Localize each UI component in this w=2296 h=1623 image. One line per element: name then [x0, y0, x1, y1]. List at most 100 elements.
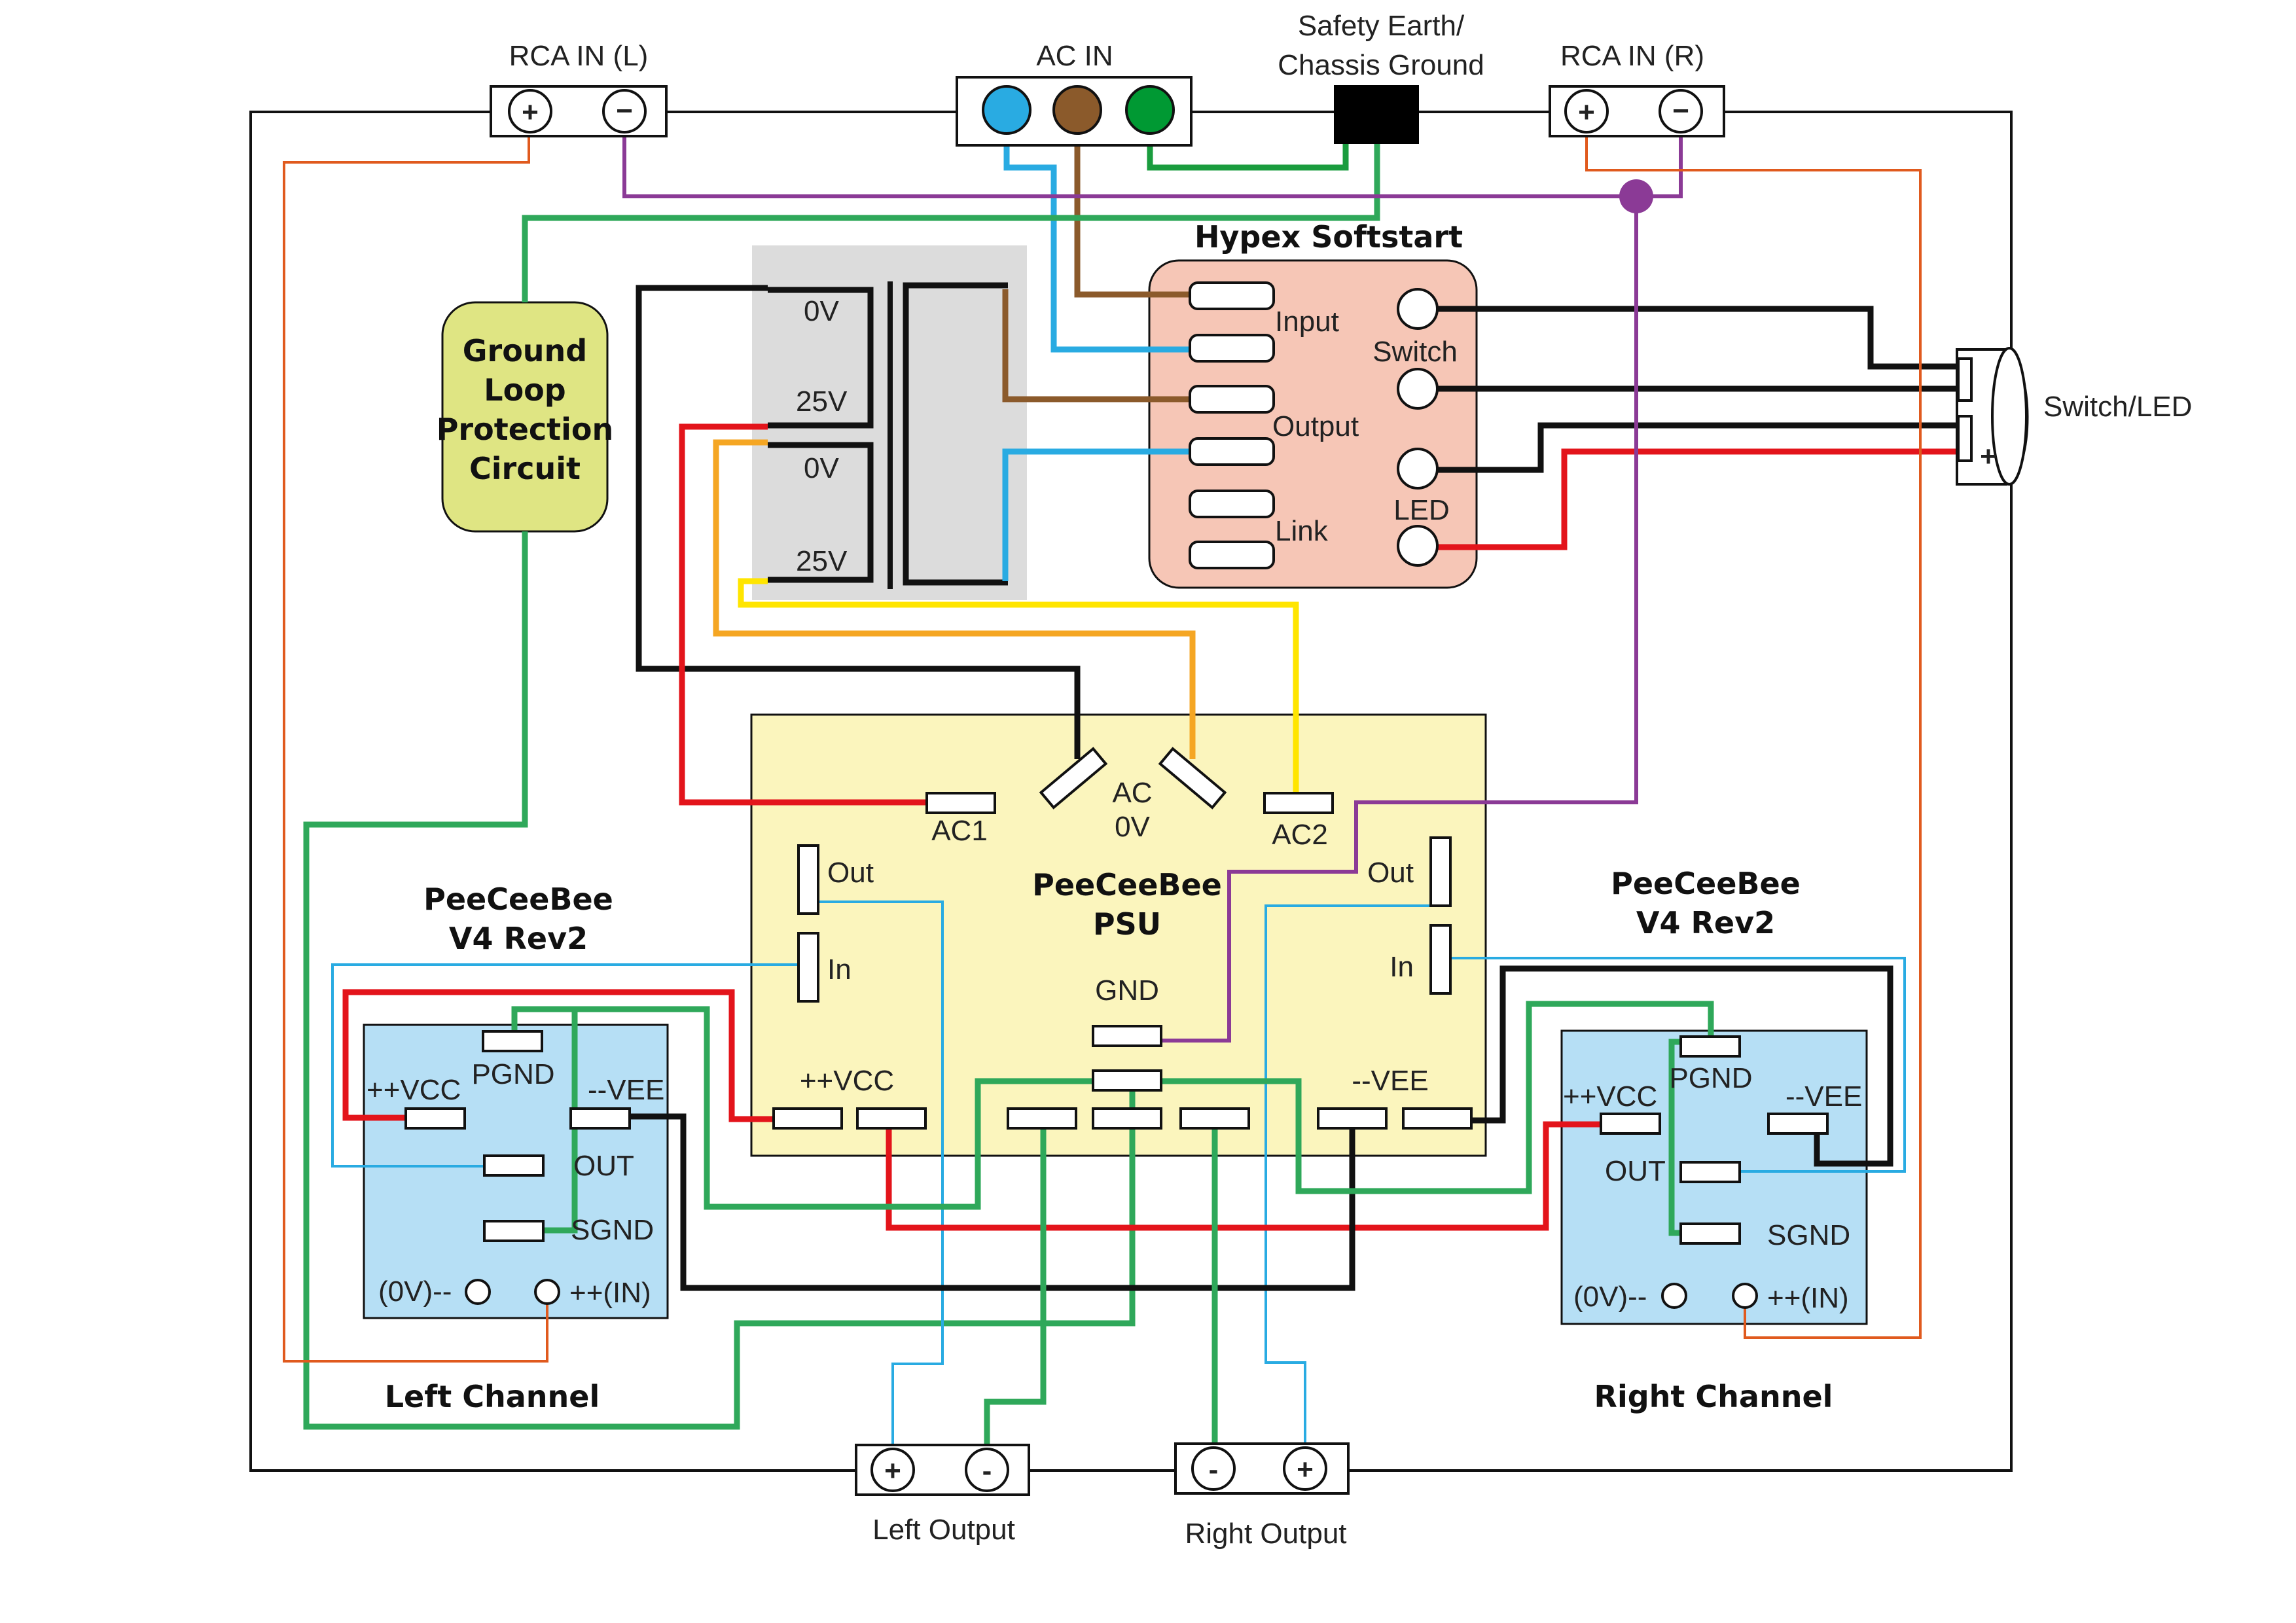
wire-chassis-ground: [522, 137, 1380, 302]
left-output-minus-terminal[interactable]: [965, 1448, 1009, 1492]
psu-ac0v-pin-left[interactable]: [1039, 747, 1108, 810]
softstart-input-label: Input: [1275, 306, 1339, 338]
safety-earth-terminal[interactable]: [1334, 85, 1419, 144]
psu-ac1-label: AC1: [931, 815, 988, 847]
wire-right-vee: [1440, 965, 1893, 1167]
psu-out-left-pin[interactable]: [797, 844, 819, 915]
softstart-output-pin-1[interactable]: [1189, 385, 1275, 414]
softstart-link-label: Link: [1275, 515, 1329, 547]
psu-gnd-pin-1[interactable]: [1092, 1025, 1162, 1047]
left-output-plus-terminal[interactable]: [870, 1448, 915, 1492]
left-amp-out-label: OUT: [573, 1150, 634, 1182]
left-output: + - Left Output: [855, 1444, 1030, 1546]
right-amp-sgnd-pin[interactable]: [1679, 1222, 1741, 1245]
softstart-switch-terminal-2[interactable]: [1397, 368, 1439, 410]
psu-vcc-pin-1[interactable]: [772, 1107, 843, 1130]
psu-ac2-label: AC2: [1272, 819, 1328, 851]
right-amp-pgnd-label: PGND: [1669, 1062, 1752, 1094]
psu-out-left-label: Out: [827, 857, 874, 889]
ac-in-earth-terminal[interactable]: [1125, 85, 1175, 135]
softstart-led-terminal-2[interactable]: [1397, 525, 1439, 567]
transformer-tap-25v-2: 25V: [796, 545, 848, 577]
softstart-led-label: LED: [1393, 494, 1450, 526]
psu-vee-pin-1[interactable]: [1317, 1107, 1388, 1130]
psu: AC1 AC 0V AC2 Out In Out In PeeCeeBee PS…: [772, 747, 1473, 1130]
rca-in-left-plus-terminal[interactable]: [508, 89, 552, 134]
right-amp-title-1: PeeCeeBee: [1611, 866, 1801, 901]
right-amp-in-terminal[interactable]: [1732, 1283, 1758, 1309]
rca-in-right-plus-terminal[interactable]: [1564, 89, 1609, 134]
psu-gnd-pin-3[interactable]: [1007, 1107, 1077, 1130]
psu-vee-pin-2[interactable]: [1402, 1107, 1473, 1130]
right-amp-0v-terminal[interactable]: [1661, 1283, 1687, 1309]
psu-ac1-pin[interactable]: [925, 792, 996, 814]
left-amp-0v-label: (0V)--: [378, 1275, 452, 1308]
right-channel-label: Right Channel: [1594, 1379, 1833, 1414]
switch-led-tab-1[interactable]: [1957, 357, 1973, 402]
right-amp-vee-pin[interactable]: [1767, 1113, 1829, 1135]
right-amp-out-label: OUT: [1605, 1155, 1666, 1187]
left-output-plus-sign: +: [884, 1455, 901, 1487]
left-amp-sgnd-pin[interactable]: [483, 1220, 545, 1242]
right-amp-out-pin[interactable]: [1679, 1161, 1741, 1183]
psu-gnd-pin-4[interactable]: [1092, 1107, 1162, 1130]
rca-in-left-label: RCA IN (L): [509, 40, 649, 72]
right-output-minus-terminal[interactable]: [1191, 1446, 1236, 1491]
right-amp-vee-label: --VEE: [1785, 1080, 1862, 1113]
softstart-input-pin-2[interactable]: [1189, 334, 1275, 363]
wire-softstart-out-brown: [1002, 289, 1247, 402]
left-amp-vee-pin[interactable]: [569, 1107, 631, 1130]
softstart: Hypex Softstart Input Output Link Switch…: [1189, 219, 1463, 569]
psu-ac2-pin[interactable]: [1263, 792, 1334, 814]
switch-led-plus: +: [1980, 440, 1997, 473]
safety-earth: Safety Earth/ Chassis Ground: [1278, 10, 1484, 144]
psu-title-2: PSU: [1093, 906, 1161, 942]
right-amp-vcc-pin[interactable]: [1600, 1113, 1661, 1135]
left-amp-in-terminal[interactable]: [534, 1279, 560, 1305]
psu-out-right-pin[interactable]: [1429, 836, 1452, 907]
wire-led-plus: [1418, 448, 1967, 550]
left-amp-vcc-label: ++VCC: [367, 1074, 461, 1106]
softstart-output-pin-2[interactable]: [1189, 437, 1275, 466]
left-amp-vee-label: --VEE: [588, 1074, 664, 1106]
right-amp-0v-label: (0V)--: [1573, 1281, 1647, 1313]
ac-in-live-terminal[interactable]: [982, 85, 1031, 135]
ac-in-neutral-terminal[interactable]: [1052, 85, 1102, 135]
right-output: - + Right Output: [1174, 1442, 1350, 1550]
psu-gnd-pin-5[interactable]: [1179, 1107, 1250, 1130]
softstart-link-pin-1[interactable]: [1189, 490, 1275, 518]
transformer-tap-25v-1: 25V: [796, 385, 848, 418]
psu-in-left-pin[interactable]: [797, 932, 819, 1003]
psu-in-right-pin[interactable]: [1429, 924, 1452, 995]
rca-in-right-label: RCA IN (R): [1560, 40, 1704, 72]
wire-left-vcc: [342, 989, 806, 1122]
rca-in-right-minus-terminal[interactable]: [1659, 89, 1703, 134]
left-amp-pgnd-pin[interactable]: [482, 1030, 543, 1052]
left-amp-out-pin[interactable]: [483, 1154, 545, 1177]
softstart-switch-terminal-1[interactable]: [1397, 288, 1439, 330]
right-output-plus-terminal[interactable]: [1283, 1446, 1327, 1491]
softstart-led-terminal-1[interactable]: [1397, 448, 1439, 490]
rca-in-left-minus-terminal[interactable]: [602, 89, 647, 134]
psu-ac0v-pin-right[interactable]: [1158, 747, 1227, 810]
wire-led-minus: [1418, 422, 1967, 473]
left-amp-0v-terminal[interactable]: [465, 1279, 491, 1305]
ac-in-label: AC IN: [1036, 40, 1113, 72]
right-amp-pgnd-pin[interactable]: [1679, 1035, 1741, 1058]
softstart-input-pin-1[interactable]: [1189, 281, 1275, 310]
wire-left-psu-in: [331, 963, 809, 1168]
transformer-winding-2: [768, 442, 874, 583]
left-amp-title-1: PeeCeeBee: [423, 882, 613, 917]
rca-in-left: + − RCA IN (L): [490, 40, 668, 137]
psu-ac-label: AC: [1112, 777, 1152, 809]
psu-vcc-pin-2[interactable]: [856, 1107, 927, 1130]
left-amp-vcc-pin[interactable]: [404, 1107, 466, 1130]
wire-left-output-ground: [984, 1120, 1047, 1466]
wire-transformer-25v-a: [679, 423, 929, 806]
switch-led-tab-2[interactable]: [1957, 415, 1973, 462]
softstart-link-pin-2[interactable]: [1189, 541, 1275, 569]
transformer-tap-0v-2: 0V: [804, 452, 839, 484]
psu-gnd-pin-2[interactable]: [1092, 1069, 1162, 1092]
safety-earth-label-2: Chassis Ground: [1278, 49, 1484, 81]
